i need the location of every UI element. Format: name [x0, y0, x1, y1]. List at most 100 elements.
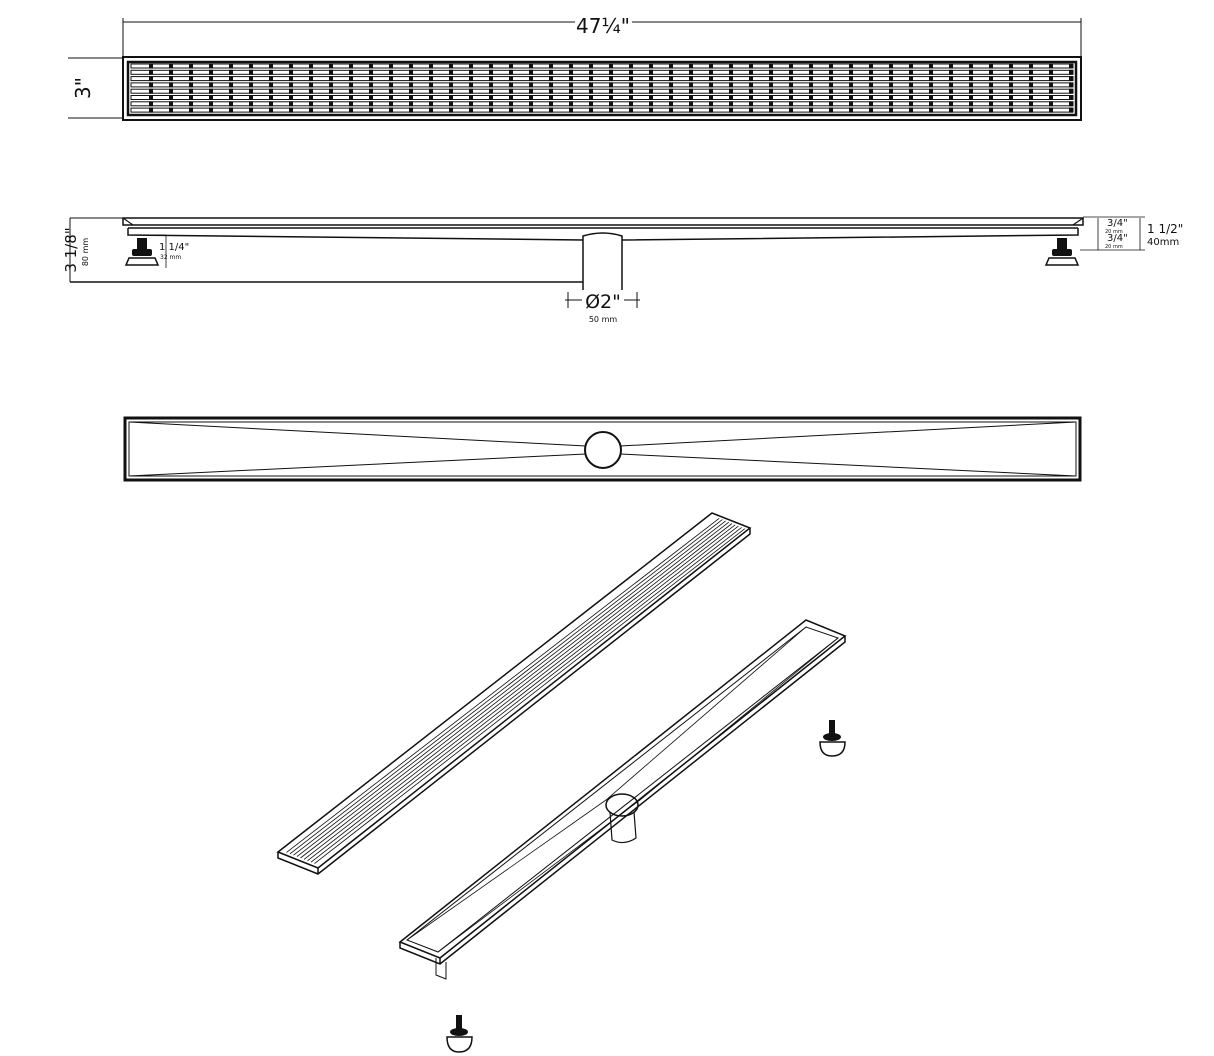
grate-slot-divider — [869, 101, 873, 107]
grate-slot-divider — [649, 76, 653, 82]
grate-slot-divider — [1029, 107, 1033, 113]
grate-slot-divider — [409, 69, 413, 75]
grate-slot-divider — [149, 101, 153, 107]
grate-slot-divider — [689, 88, 693, 94]
top-view: 47¼" 3" — [68, 14, 1082, 121]
grate-slot-divider — [289, 69, 293, 75]
grate-slot-divider — [349, 82, 353, 88]
grate-slot-divider — [449, 63, 453, 69]
foot-dimension: 1 1/4" — [159, 242, 189, 253]
grate-slot-divider — [969, 107, 973, 113]
grate-slot-divider — [969, 101, 973, 107]
grate-slot-divider — [409, 107, 413, 113]
grate-slot-divider — [269, 107, 273, 113]
grate-slot-divider — [189, 101, 193, 107]
grate-slot-divider — [349, 63, 353, 69]
grate-slot-divider — [1069, 63, 1073, 69]
grate-slot-divider — [629, 76, 633, 82]
grate-slot-divider — [829, 69, 833, 75]
grate-slot-divider — [289, 88, 293, 94]
grate-slot-divider — [969, 95, 973, 100]
grate-slot-divider — [789, 101, 793, 107]
grate-slot-divider — [529, 88, 533, 94]
grate-slot-divider — [609, 69, 613, 75]
grate-slot-divider — [589, 82, 593, 88]
grate-slot-divider — [549, 82, 553, 88]
grate-slot-divider — [689, 76, 693, 82]
grate-slot-divider — [189, 95, 193, 100]
grate-slot-divider — [169, 76, 173, 82]
grate-slot-divider — [649, 63, 653, 69]
grate-slot-divider — [829, 101, 833, 107]
grate-slot-divider — [949, 63, 953, 69]
grate-slot-divider — [289, 63, 293, 69]
grate-slot-divider — [489, 69, 493, 75]
grate-slot-divider — [449, 82, 453, 88]
grate-slot-divider — [429, 95, 433, 100]
grate-slot-divider — [1069, 95, 1073, 100]
grate-slot-divider — [249, 76, 253, 82]
grate-slot-divider — [489, 82, 493, 88]
grate-slot-divider — [709, 76, 713, 82]
total-dimension: 1 1/2" — [1147, 222, 1183, 236]
grate-slot-divider — [429, 76, 433, 82]
grate-slot-divider — [849, 69, 853, 75]
grate-slot-divider — [169, 82, 173, 88]
grate-slot-divider — [449, 95, 453, 100]
grate-slot-divider — [329, 88, 333, 94]
grate-slot-divider — [629, 101, 633, 107]
grate-slot-divider — [389, 95, 393, 100]
grate-slot-divider — [149, 88, 153, 94]
channel-dimension: 3/4" — [1107, 233, 1128, 244]
grate-slot-divider — [489, 107, 493, 113]
grate-slot-divider — [809, 63, 813, 69]
grate-slot-divider — [449, 88, 453, 94]
grate-slot-divider — [869, 63, 873, 69]
iso-grate-slot — [293, 520, 726, 856]
iso-grate-slot — [307, 525, 739, 862]
grate-slot-divider — [949, 107, 953, 113]
grate-slot-divider — [809, 101, 813, 107]
grate-slot-divider — [269, 82, 273, 88]
grate-slot-divider — [969, 63, 973, 69]
grate-slot-divider — [909, 63, 913, 69]
grate-slot-divider — [649, 69, 653, 75]
grate-slot-divider — [989, 63, 993, 69]
grate-slot-divider — [549, 63, 553, 69]
grate-slot-divider — [329, 76, 333, 82]
grate-slot-divider — [509, 76, 513, 82]
grate-slot-divider — [1029, 82, 1033, 88]
grate-slot-divider — [949, 76, 953, 82]
grate-slot-divider — [489, 95, 493, 100]
grate-slot-divider — [669, 82, 673, 88]
grate-slot-divider — [889, 107, 893, 113]
grate-slot-divider — [709, 82, 713, 88]
grate-slot-divider — [409, 88, 413, 94]
grate-slot-divider — [849, 82, 853, 88]
grate-slot-divider — [449, 76, 453, 82]
grate-slot-divider — [329, 82, 333, 88]
grate-slot-divider — [649, 101, 653, 107]
grate-slot-divider — [589, 107, 593, 113]
grate-slot-divider — [729, 69, 733, 75]
grate-slot-divider — [149, 76, 153, 82]
grate-slot-divider — [929, 63, 933, 69]
grate-slot-divider — [369, 107, 373, 113]
grate-slot-divider — [929, 76, 933, 82]
grate-slot-divider — [889, 101, 893, 107]
grate-slot-divider — [989, 107, 993, 113]
grate-slot-divider — [429, 88, 433, 94]
grate-slot-divider — [749, 107, 753, 113]
grate-slot-divider — [1009, 107, 1013, 113]
grate-slot-divider — [369, 69, 373, 75]
grate-slot-divider — [1049, 63, 1053, 69]
grate-slot-divider — [1049, 101, 1053, 107]
grate-slot-divider — [169, 107, 173, 113]
grate-slot-divider — [509, 101, 513, 107]
isometric-foot-left — [446, 1015, 473, 1053]
grate-slot-divider — [809, 76, 813, 82]
grate-slot-divider — [389, 82, 393, 88]
grate-slot-divider — [289, 95, 293, 100]
grate-slot-divider — [989, 82, 993, 88]
